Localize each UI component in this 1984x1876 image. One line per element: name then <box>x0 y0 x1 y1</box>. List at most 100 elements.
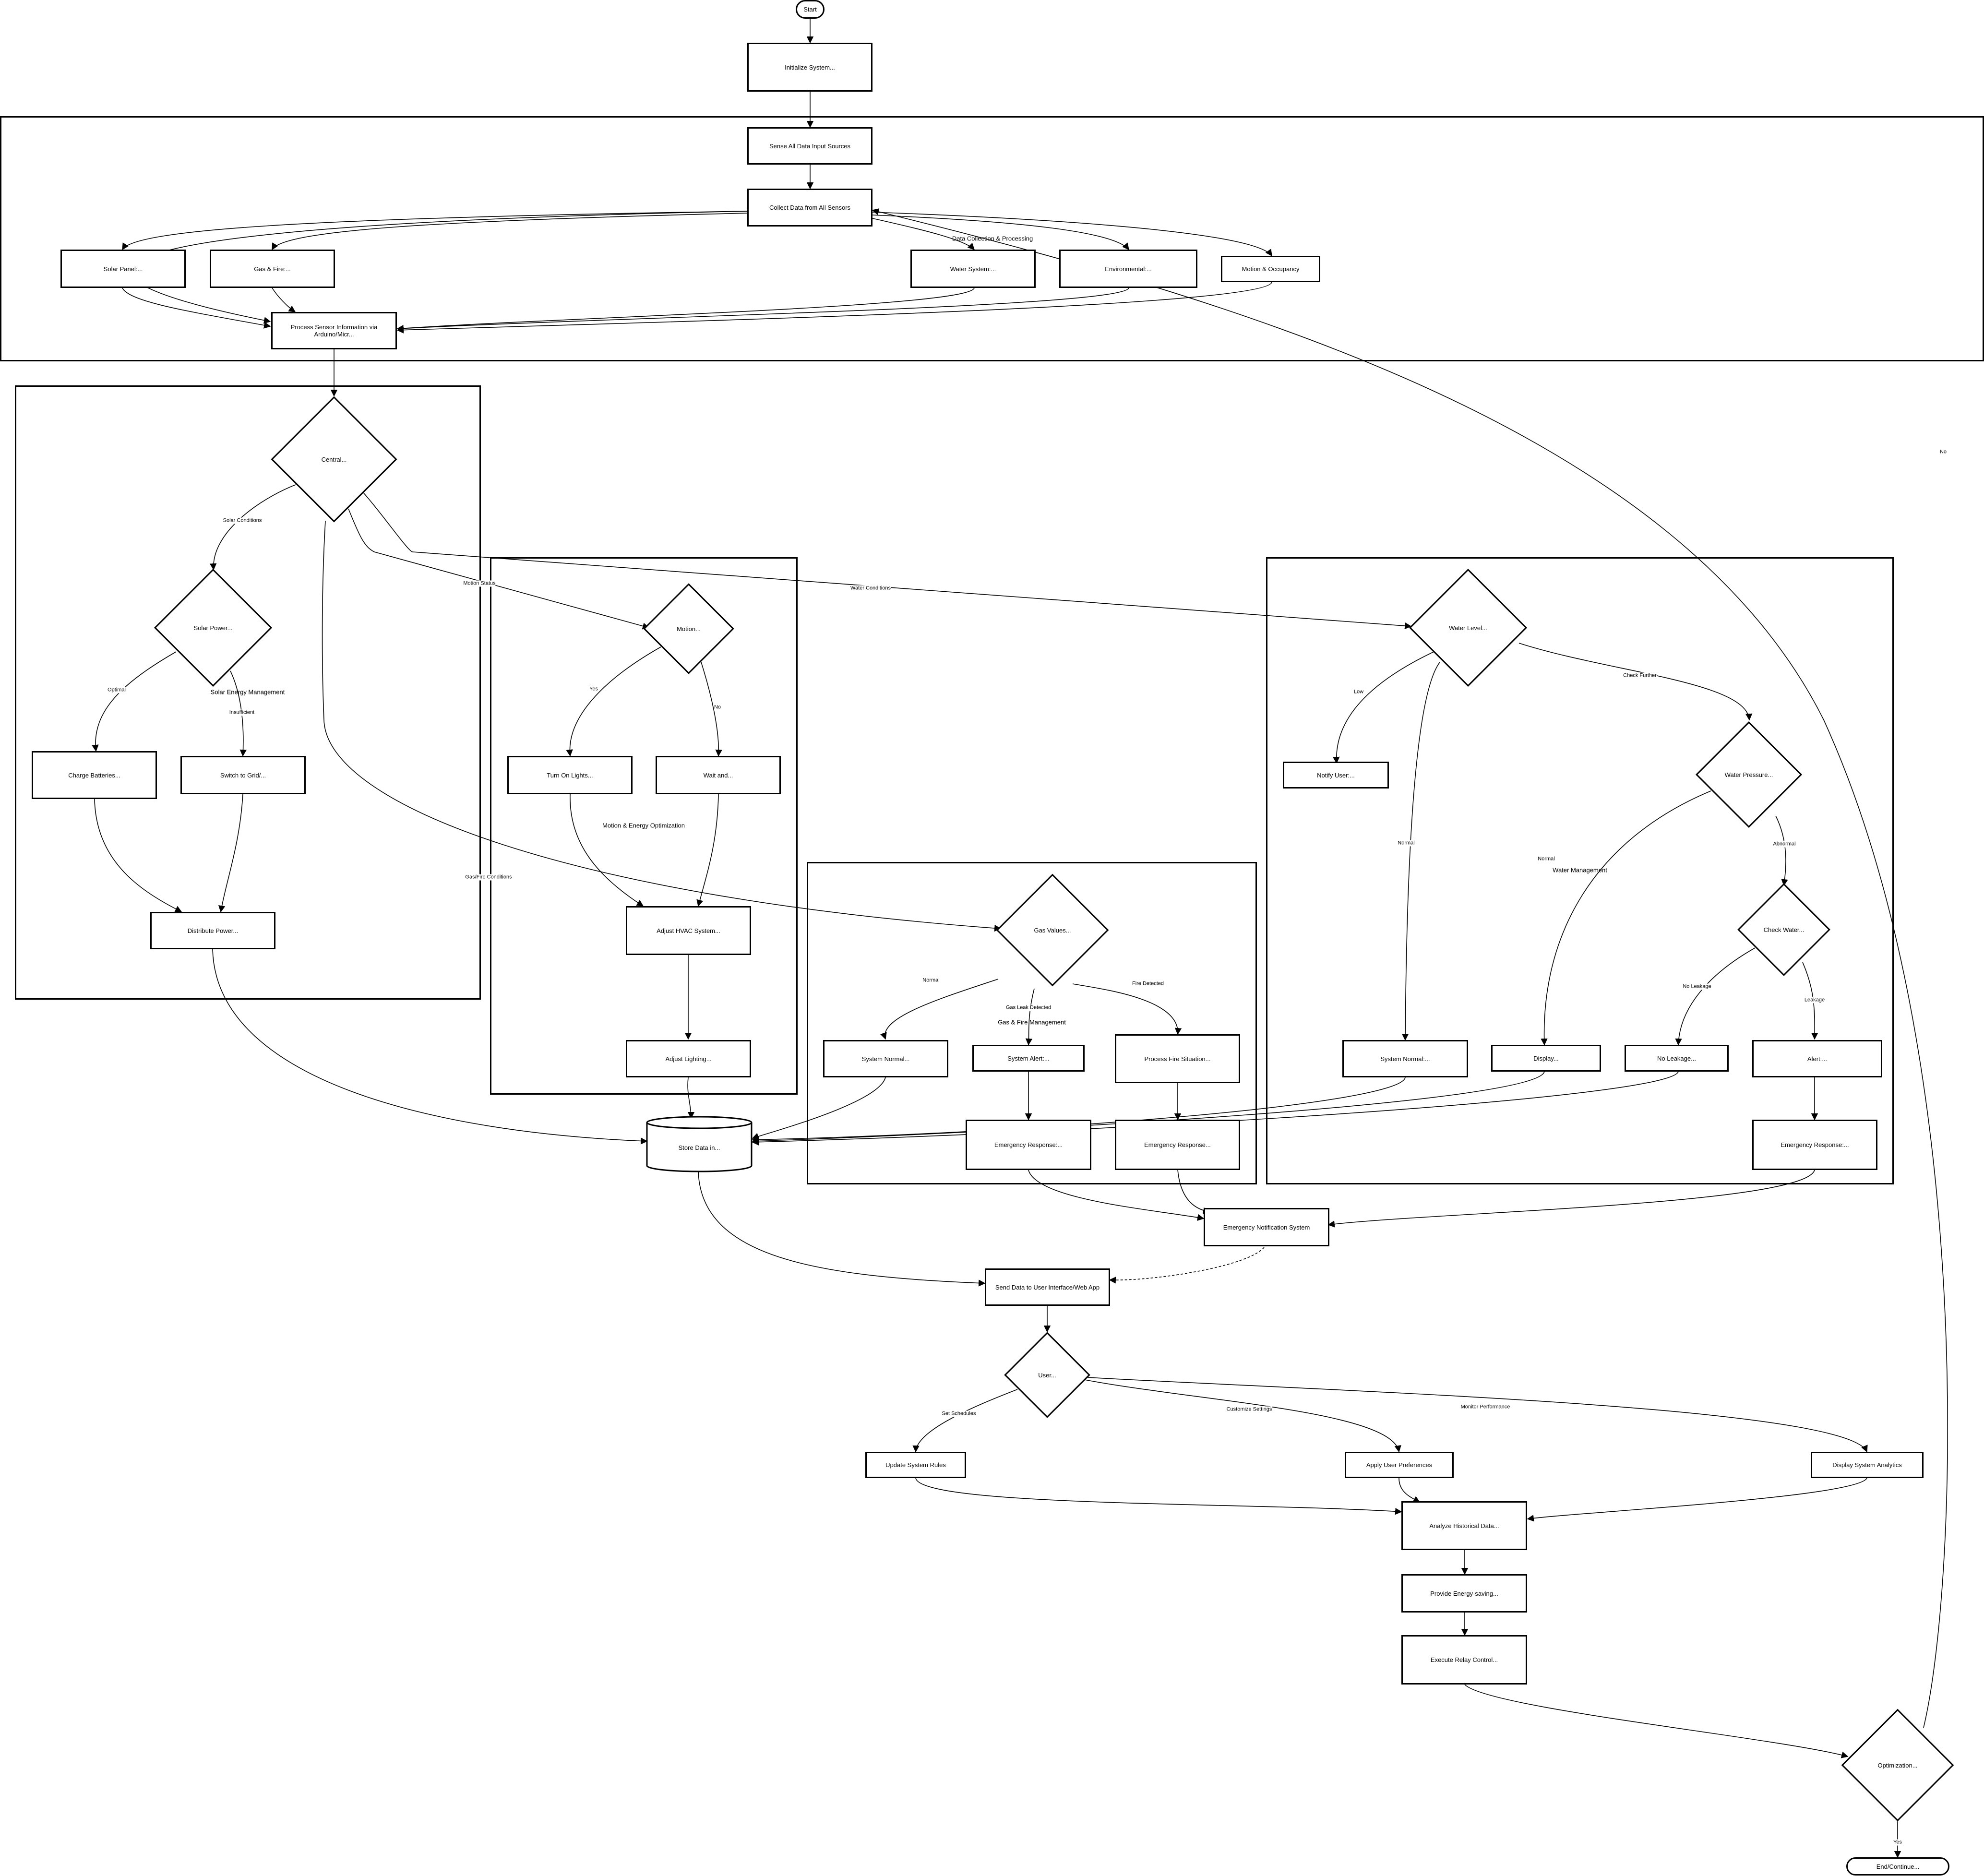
send-data-label: Send Data to User Interface/Web App <box>995 1283 1100 1291</box>
edge-label-insufficient: Insufficient <box>229 709 255 716</box>
wait-and-node[interactable]: Wait and... <box>656 756 781 794</box>
edge-label-set-schedules: Set Schedules <box>942 1410 976 1417</box>
edge-label-abnormal: Abnormal <box>1773 841 1796 848</box>
check-water-decision[interactable]: Check Water... <box>1737 883 1830 976</box>
edge-label-yes-optimization: Yes <box>1893 1839 1902 1846</box>
system-alert-node[interactable]: System Alert:... <box>972 1045 1085 1072</box>
water-system-label: Water System:... <box>950 265 996 273</box>
system-normal-gas-node[interactable]: System Normal... <box>823 1040 948 1077</box>
adjust-lighting-node[interactable]: Adjust Lighting... <box>626 1040 751 1077</box>
system-normal-gas-label: System Normal... <box>861 1055 910 1063</box>
distribute-power-node[interactable]: Distribute Power... <box>150 912 275 949</box>
user-decision[interactable]: User... <box>1004 1332 1090 1418</box>
start-node[interactable]: Start <box>796 0 825 19</box>
execute-relay-node[interactable]: Execute Relay Control... <box>1401 1635 1527 1685</box>
gas-values-decision[interactable]: Gas Values... <box>996 873 1109 987</box>
alert-node[interactable]: Alert:... <box>1752 1040 1882 1077</box>
emergency-response-fire-label: Emergency Response... <box>1144 1141 1211 1148</box>
emergency-notification-node[interactable]: Emergency Notification System <box>1204 1208 1329 1246</box>
wait-and-label: Wait and... <box>703 771 733 779</box>
edge-label-leakage: Leakage <box>1804 997 1825 1004</box>
environmental-label: Environmental:... <box>1105 265 1152 273</box>
process-sensor-node[interactable]: Process Sensor Information via Arduino/M… <box>271 312 397 349</box>
sense-inputs-label: Sense All Data Input Sources <box>769 142 851 150</box>
group-data-collection <box>0 116 1984 361</box>
water-pressure-decision[interactable]: Water Pressure... <box>1695 721 1803 828</box>
update-rules-label: Update System Rules <box>885 1461 946 1469</box>
user-label: User... <box>1038 1371 1056 1379</box>
water-level-label: Water Level... <box>1449 624 1487 632</box>
optimization-decision[interactable]: Optimization... <box>1841 1709 1954 1822</box>
group-label-gas: Gas & Fire Management <box>998 1018 1066 1026</box>
central-decision[interactable]: Central... <box>271 396 397 523</box>
notify-user-label: Notify User:... <box>1317 771 1355 779</box>
store-data-database[interactable]: Store Data in... <box>646 1116 753 1173</box>
no-leakage-label: No Leakage... <box>1657 1054 1696 1062</box>
initialize-system-node[interactable]: Initialize System... <box>747 43 872 92</box>
edge-label-check-further: Check Further <box>1623 672 1657 679</box>
water-level-decision[interactable]: Water Level... <box>1409 568 1528 687</box>
adjust-lighting-label: Adjust Lighting... <box>665 1055 712 1063</box>
edge-label-normal-gas: Normal <box>922 977 940 984</box>
analyze-data-label: Analyze Historical Data... <box>1429 1522 1499 1529</box>
display-node[interactable]: Display... <box>1491 1045 1601 1072</box>
process-fire-label: Process Fire Situation... <box>1144 1055 1211 1063</box>
apply-preferences-label: Apply User Preferences <box>1366 1461 1433 1469</box>
group-label-solar: Solar Energy Management <box>210 688 285 696</box>
group-label-motion: Motion & Energy Optimization <box>602 822 685 829</box>
optimization-label: Optimization... <box>1877 1761 1918 1769</box>
motion-occupancy-node[interactable]: Motion & Occupancy <box>1221 256 1320 282</box>
water-system-node[interactable]: Water System:... <box>910 250 1036 288</box>
solar-power-label: Solar Power... <box>193 624 233 632</box>
send-data-node[interactable]: Send Data to User Interface/Web App <box>985 1268 1110 1306</box>
update-rules-node[interactable]: Update System Rules <box>865 1452 966 1478</box>
edge-label-yes-motion: Yes <box>589 686 598 693</box>
system-normal-water-label: System Normal:... <box>1380 1055 1430 1063</box>
gas-fire-node[interactable]: Gas & Fire:... <box>210 250 335 288</box>
solar-panel-node[interactable]: Solar Panel:... <box>60 250 186 288</box>
adjust-hvac-node[interactable]: Adjust HVAC System... <box>626 906 751 955</box>
display-analytics-node[interactable]: Display System Analytics <box>1811 1452 1924 1478</box>
no-leakage-node[interactable]: No Leakage... <box>1625 1045 1729 1072</box>
charge-batteries-label: Charge Batteries... <box>68 771 120 779</box>
process-fire-node[interactable]: Process Fire Situation... <box>1115 1034 1240 1083</box>
alert-label: Alert:... <box>1807 1055 1828 1063</box>
edge-label-normal-pressure: Normal <box>1538 856 1555 862</box>
provide-energy-node[interactable]: Provide Energy-saving... <box>1401 1574 1527 1613</box>
system-alert-label: System Alert:... <box>1007 1054 1050 1062</box>
notify-user-node[interactable]: Notify User:... <box>1283 762 1389 789</box>
end-node[interactable]: End/Continue... <box>1846 1857 1949 1876</box>
solar-panel-label: Solar Panel:... <box>103 265 143 273</box>
group-gas-fire <box>807 862 1257 1184</box>
emergency-response-gas-node[interactable]: Emergency Response:... <box>966 1120 1091 1170</box>
check-water-label: Check Water... <box>1763 926 1805 933</box>
collect-data-label: Collect Data from All Sensors <box>769 204 851 211</box>
process-sensor-label: Process Sensor Information via Arduino/M… <box>290 323 378 338</box>
distribute-power-label: Distribute Power... <box>187 927 239 934</box>
solar-power-decision[interactable]: Solar Power... <box>154 568 273 687</box>
switch-grid-node[interactable]: Switch to Grid/... <box>180 756 306 794</box>
turn-on-lights-node[interactable]: Turn On Lights... <box>507 756 633 794</box>
edge-label-fire-detected: Fire Detected <box>1132 980 1164 987</box>
water-pressure-label: Water Pressure... <box>1724 771 1773 778</box>
group-solar <box>15 385 481 1000</box>
group-label-water: Water Management <box>1553 866 1607 874</box>
execute-relay-label: Execute Relay Control... <box>1430 1656 1498 1663</box>
charge-batteries-node[interactable]: Charge Batteries... <box>32 751 157 799</box>
edge-label-motion-status: Motion Status <box>463 580 496 587</box>
start-label: Start <box>803 6 817 13</box>
display-analytics-label: Display System Analytics <box>1832 1461 1902 1469</box>
environmental-node[interactable]: Environmental:... <box>1059 250 1197 288</box>
edge-label-customize-settings: Customize Settings <box>1226 1406 1272 1413</box>
emergency-response-water-node[interactable]: Emergency Response:... <box>1752 1120 1877 1170</box>
edge-label-gas-fire-conditions: Gas/Fire Conditions <box>465 874 512 881</box>
analyze-data-node[interactable]: Analyze Historical Data... <box>1401 1501 1527 1550</box>
display-label: Display... <box>1533 1054 1559 1062</box>
system-normal-water-node[interactable]: System Normal:... <box>1342 1040 1468 1077</box>
motion-decision[interactable]: Motion... <box>643 583 734 674</box>
sense-inputs-node[interactable]: Sense All Data Input Sources <box>747 127 872 165</box>
collect-data-node[interactable]: Collect Data from All Sensors <box>747 189 872 227</box>
emergency-response-fire-node[interactable]: Emergency Response... <box>1115 1120 1240 1170</box>
apply-preferences-node[interactable]: Apply User Preferences <box>1345 1452 1454 1478</box>
motion-occupancy-label: Motion & Occupancy <box>1242 265 1300 273</box>
